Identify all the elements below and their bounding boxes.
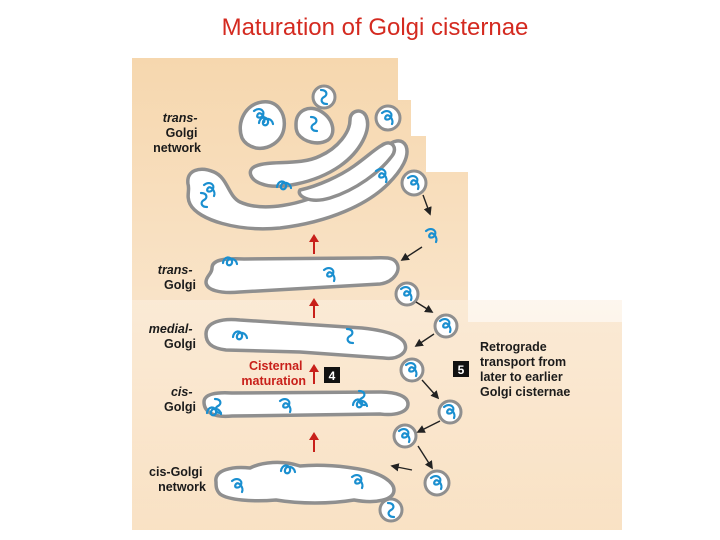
maturation-arrows <box>309 234 319 452</box>
cisternal-maturation-label: Cisternal maturation <box>241 359 306 388</box>
step-number-4: 4 <box>329 369 336 383</box>
trans-golgi-cisterna <box>204 255 400 295</box>
slide-title: Maturation of Golgi cisternae <box>221 14 529 41</box>
label-cis-golgi: cis- Golgi <box>164 385 196 414</box>
vesicle <box>423 469 451 497</box>
label-cis-golgi-network: cis-Golgi network <box>149 465 206 494</box>
label-tgn: trans- Golgi network <box>153 111 201 155</box>
background-panel <box>132 58 622 530</box>
label-medial-golgi: medial- Golgi <box>149 322 196 351</box>
step-badge-5 <box>453 361 469 377</box>
retrograde-arrows <box>390 194 441 472</box>
label-trans-golgi: trans- Golgi <box>158 263 196 292</box>
step-badge-4 <box>324 367 340 383</box>
retrograde-transport-label: Retrograde transport from later to earli… <box>480 340 570 399</box>
trans-golgi-network <box>186 100 409 231</box>
medial-golgi-cisterna <box>204 317 408 361</box>
cis-golgi-cisterna <box>202 390 410 419</box>
step-number-5: 5 <box>458 363 465 377</box>
cis-golgi-network <box>214 460 396 505</box>
